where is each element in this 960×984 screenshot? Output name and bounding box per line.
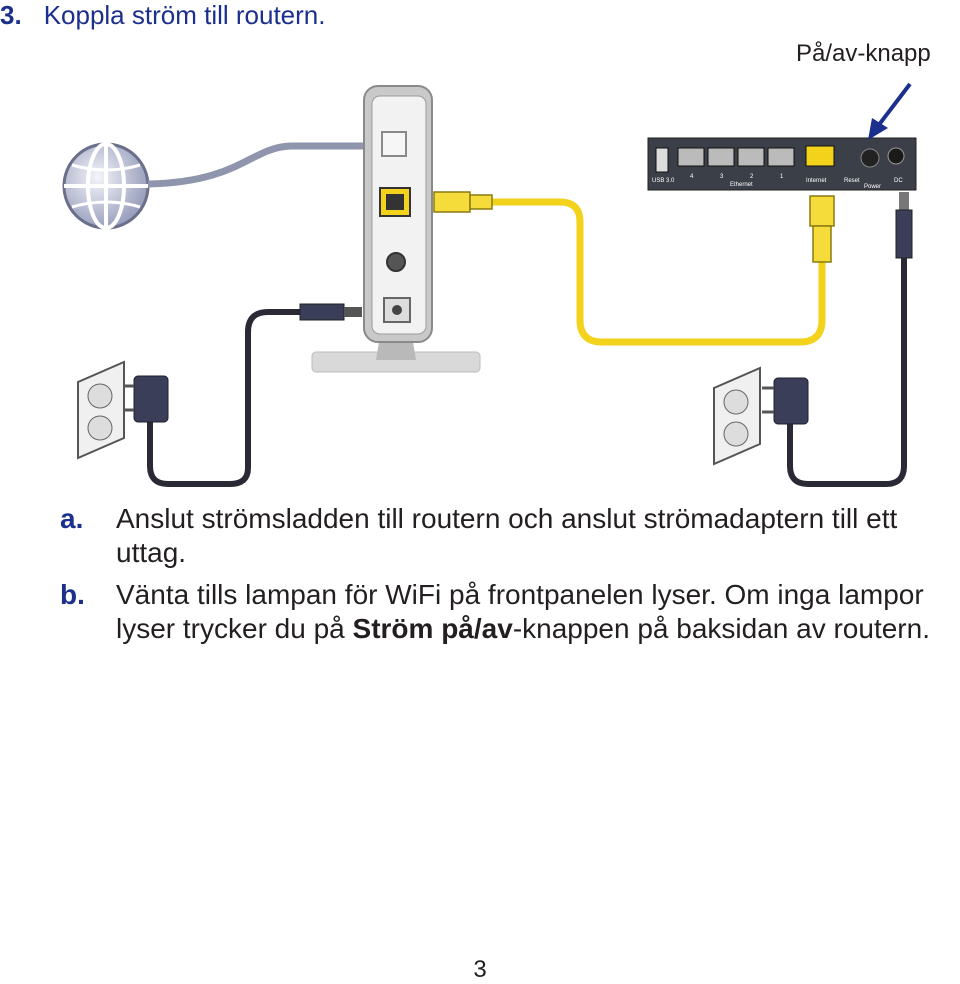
callout-arrow-icon xyxy=(868,82,912,140)
step-b-text-before: Vänta tills lampan för WiFi på frontpane… xyxy=(116,579,924,644)
usb-label: USB 3.0 xyxy=(652,178,675,184)
section-title: Koppla ström till routern. xyxy=(43,0,326,30)
wall-outlet-right xyxy=(713,366,761,466)
power-label: Power xyxy=(864,184,881,190)
step-b-text-after: -knappen på baksidan av routern. xyxy=(512,613,930,644)
port-1-label: 1 xyxy=(780,174,784,180)
internet-label: Internet xyxy=(806,178,827,184)
step-b-bold-term: Ström på/av xyxy=(352,613,513,644)
internet-globe-icon xyxy=(62,142,150,230)
section-number: 3. xyxy=(0,0,22,30)
internet-cable xyxy=(147,142,392,188)
reset-label: Reset xyxy=(844,178,860,184)
section-heading: 3. Koppla ström till routern. xyxy=(0,0,325,31)
router-power-cable xyxy=(787,258,907,487)
connection-diagram: USB 3.0 4 3 2 1 Ethernet Internet Reset … xyxy=(62,82,917,487)
power-adapter-left xyxy=(124,375,169,423)
ethernet-plug-router xyxy=(809,195,835,263)
step-a-text: Anslut strömsladden till routern och ans… xyxy=(116,503,898,568)
power-button-callout: På/av-knapp xyxy=(796,40,931,67)
port-3-label: 3 xyxy=(720,174,724,180)
port-2-label: 2 xyxy=(750,174,754,180)
step-b-text: Vänta tills lampan för WiFi på frontpane… xyxy=(116,578,950,646)
ethernet-plug-modem xyxy=(433,191,493,213)
port-4-label: 4 xyxy=(690,174,694,180)
modem-power-plug xyxy=(299,303,362,321)
modem-power-cable xyxy=(147,309,300,487)
step-a-marker: a. xyxy=(60,503,84,534)
page-number: 3 xyxy=(473,956,487,983)
ethernet-cable xyxy=(490,198,826,346)
step-b: b. Vänta tills lampan för WiFi på frontp… xyxy=(60,578,950,646)
dc-label: DC xyxy=(894,178,903,184)
power-adapter-right xyxy=(762,377,809,425)
wall-outlet-left xyxy=(77,360,125,460)
step-b-marker: b. xyxy=(60,579,85,610)
modem xyxy=(311,85,481,373)
ethernet-label: Ethernet xyxy=(730,182,753,188)
step-a: a. Anslut strömsladden till routern och … xyxy=(60,502,950,570)
router-rear-panel: USB 3.0 4 3 2 1 Ethernet Internet Reset … xyxy=(647,137,917,191)
router-power-plug xyxy=(895,192,913,259)
